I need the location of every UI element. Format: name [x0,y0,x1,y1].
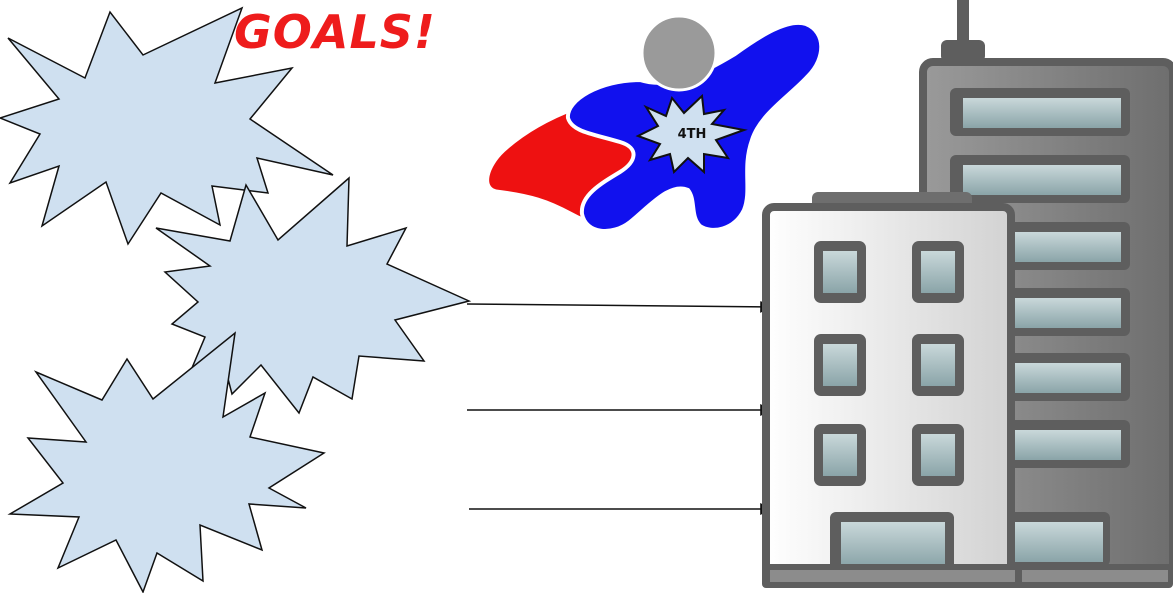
arrow-1 [467,304,771,307]
hero-head [642,16,716,90]
hero-badge-label: 4TH [678,127,707,142]
goals-title: GOALS! [234,5,436,59]
superhero-icon: 4TH [487,16,822,231]
